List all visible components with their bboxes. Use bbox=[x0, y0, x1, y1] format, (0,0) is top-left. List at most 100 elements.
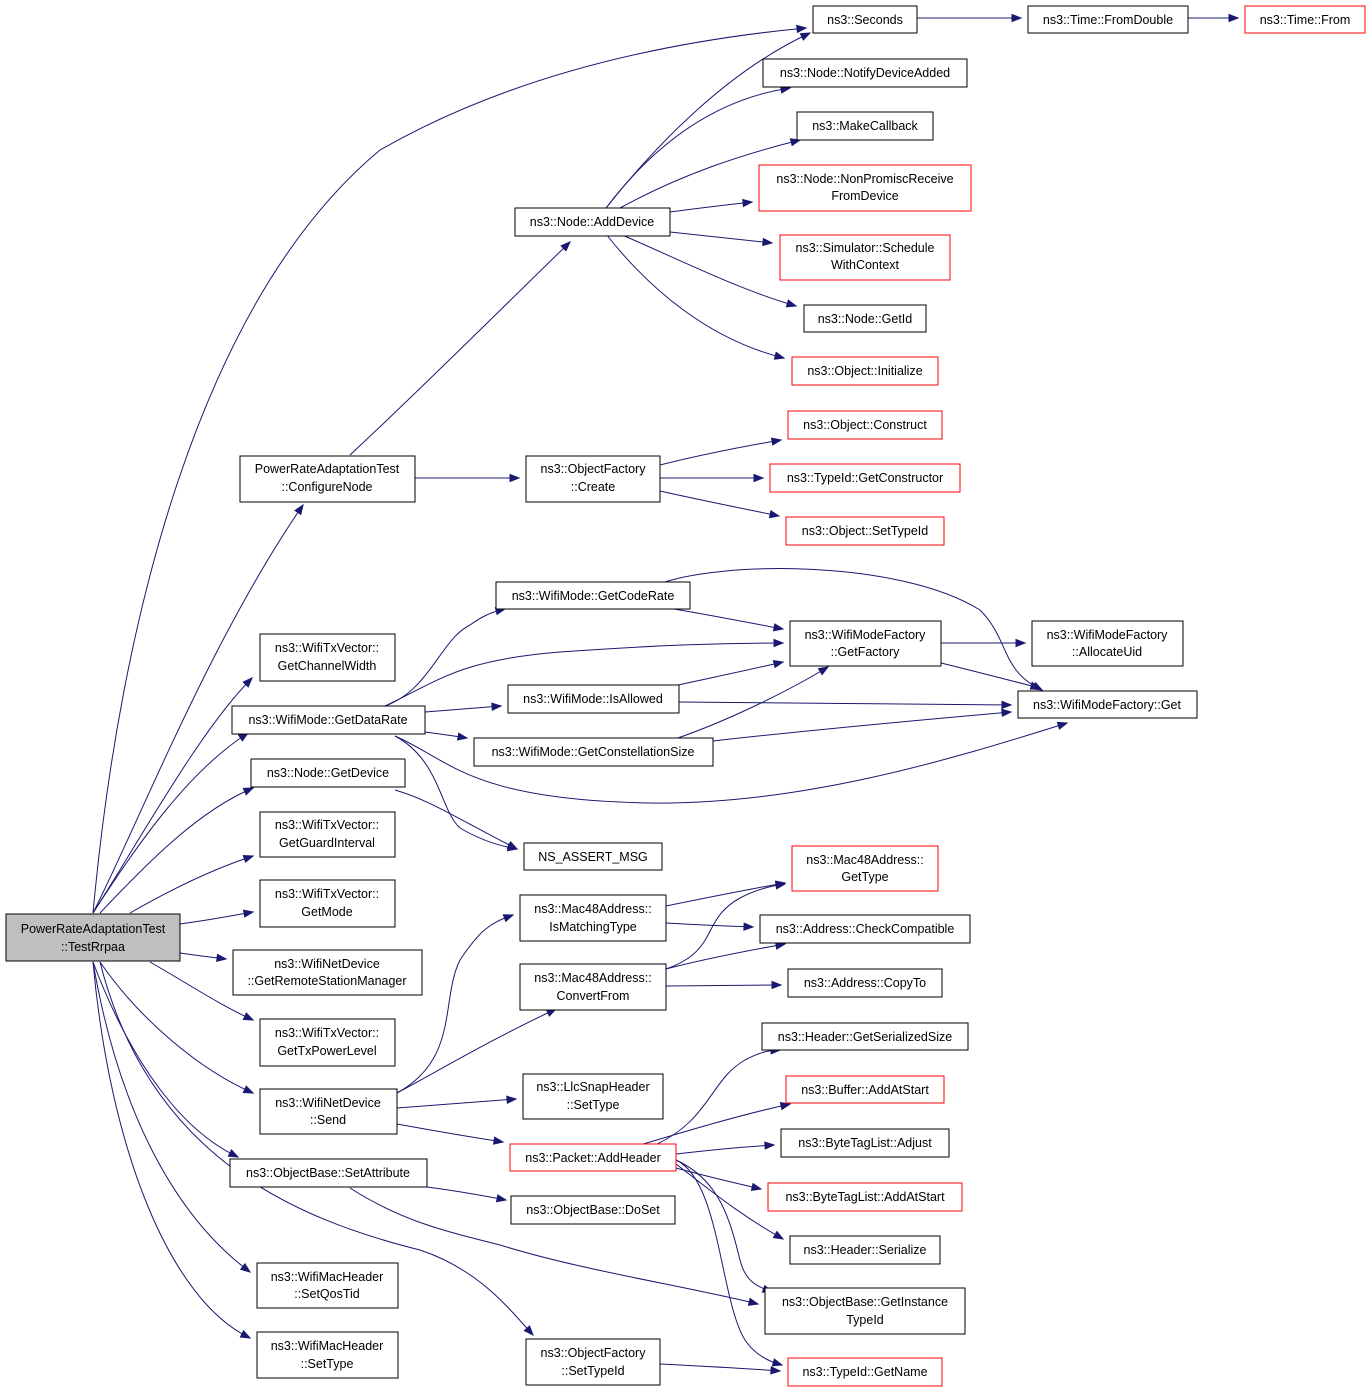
node-copyto[interactable]: ns3::Address::CopyTo bbox=[787, 968, 943, 998]
node-seconds-label: ns3::Seconds bbox=[827, 13, 903, 27]
node-wmfget[interactable]: ns3::WifiModeFactory::Get bbox=[1017, 690, 1198, 719]
node-getgi-label-1: ns3::WifiTxVector:: bbox=[275, 818, 379, 832]
node-configurenode[interactable]: PowerRateAdaptationTest::ConfigureNode bbox=[239, 455, 416, 503]
node-getmode-label-2: GetMode bbox=[301, 905, 352, 919]
edge-getdatarate-getfactory bbox=[384, 642, 784, 707]
edge-wndsend-ismatching-arrowhead bbox=[502, 914, 515, 923]
edge-getdatarate-getcoderate bbox=[384, 608, 506, 707]
edge-setattr-getinsttid bbox=[349, 1187, 759, 1305]
edge-root-seconds bbox=[92, 27, 807, 914]
node-isallowed-label: ns3::WifiMode::IsAllowed bbox=[523, 692, 663, 706]
node-root-label-2: ::TestRrpaa bbox=[61, 940, 125, 954]
node-ofsettypeid[interactable]: ns3::ObjectFactory::SetTypeId bbox=[525, 1338, 661, 1386]
node-timefrom[interactable]: ns3::Time::From bbox=[1244, 5, 1366, 34]
node-btladjust[interactable]: ns3::ByteTagList::Adjust bbox=[780, 1128, 950, 1158]
node-checkcompat-label: ns3::Address::CheckCompatible bbox=[776, 922, 955, 936]
node-getsersize[interactable]: ns3::Header::GetSerializedSize bbox=[761, 1022, 969, 1051]
node-gettxpl[interactable]: ns3::WifiTxVector::GetTxPowerLevel bbox=[259, 1018, 396, 1067]
edge-getconst-getfactory-arrowhead bbox=[817, 666, 830, 676]
edge-root-configurenode-arrowhead bbox=[294, 503, 304, 516]
node-adddevice[interactable]: ns3::Node::AddDevice bbox=[514, 207, 671, 237]
edge-pkt-getinsttid bbox=[675, 1159, 773, 1293]
node-llcsettype[interactable]: ns3::LlcSnapHeader::SetType bbox=[522, 1073, 664, 1120]
node-root[interactable]: PowerRateAdaptationTest::TestRrpaa bbox=[5, 913, 181, 962]
node-getrsm[interactable]: ns3::WifiNetDevice::GetRemoteStationMana… bbox=[232, 949, 423, 996]
node-ismatching[interactable]: ns3::Mac48Address::IsMatchingType bbox=[519, 894, 667, 942]
node-setqostid-label-1: ns3::WifiMacHeader bbox=[271, 1270, 384, 1284]
edge-isallowed-wmfget-arrowhead bbox=[1001, 700, 1013, 710]
node-construct[interactable]: ns3::Object::Construct bbox=[787, 410, 943, 440]
node-getmode[interactable]: ns3::WifiTxVector::GetMode bbox=[259, 879, 396, 928]
node-nodegetdevice[interactable]: ns3::Node::GetDevice bbox=[250, 758, 406, 788]
node-bufaddstart[interactable]: ns3::Buffer::AddAtStart bbox=[785, 1075, 945, 1104]
node-getctor[interactable]: ns3::TypeId::GetConstructor bbox=[769, 463, 961, 493]
node-setattr[interactable]: ns3::ObjectBase::SetAttribute bbox=[229, 1158, 428, 1188]
node-makecb[interactable]: ns3::MakeCallback bbox=[796, 111, 934, 141]
node-isallowed[interactable]: ns3::WifiMode::IsAllowed bbox=[507, 684, 680, 714]
edge-root-getgi bbox=[129, 855, 254, 914]
node-getchanw[interactable]: ns3::WifiTxVector::GetChannelWidth bbox=[259, 633, 396, 682]
edge-convertfrom-copyto-arrowhead bbox=[771, 980, 783, 990]
node-ismatching-label-2: IsMatchingType bbox=[549, 920, 637, 934]
node-setqostid[interactable]: ns3::WifiMacHeader::SetQosTid bbox=[256, 1262, 399, 1309]
node-btladdstart[interactable]: ns3::ByteTagList::AddAtStart bbox=[767, 1182, 963, 1212]
node-initialize[interactable]: ns3::Object::Initialize bbox=[791, 356, 939, 386]
edge-getconst-wmfget bbox=[712, 711, 1012, 742]
edge-pkt-btladdstart-arrowhead bbox=[750, 1182, 763, 1191]
node-getgi[interactable]: ns3::WifiTxVector::GetGuardInterval bbox=[259, 811, 396, 858]
edge-configurenode-adddevice-arrowhead bbox=[560, 241, 571, 252]
edge-pkt-bufaddstart bbox=[639, 1103, 791, 1146]
node-machdrsettype[interactable]: ns3::WifiMacHeader::SetType bbox=[256, 1331, 399, 1379]
edge-pkt-hdrserialize-arrowhead bbox=[772, 1230, 785, 1240]
edge-root-wndsend-arrowhead bbox=[242, 1085, 255, 1094]
node-fromdouble-label: ns3::Time::FromDouble bbox=[1043, 13, 1173, 27]
edge-ofsettypeid-tidgetname bbox=[659, 1363, 781, 1372]
node-mac48gettype-label-1: ns3::Mac48Address:: bbox=[806, 853, 923, 867]
edge-pkt-btladjust-arrowhead bbox=[764, 1141, 776, 1150]
edge-adddevice-nonpromisc-arrowhead bbox=[742, 198, 754, 208]
edge-pkt-hdrserialize bbox=[675, 1163, 784, 1240]
node-getid[interactable]: ns3::Node::GetId bbox=[803, 304, 927, 333]
node-mac48gettype[interactable]: ns3::Mac48Address::GetType bbox=[791, 845, 939, 892]
node-doset-label: ns3::ObjectBase::DoSet bbox=[526, 1203, 660, 1217]
node-assertmsg[interactable]: NS_ASSERT_MSG bbox=[523, 842, 663, 871]
edge-getfactory-wmfget bbox=[940, 662, 1041, 689]
edge-adddevice-getid-arrowhead bbox=[785, 299, 798, 308]
node-checkcompat[interactable]: ns3::Address::CheckCompatible bbox=[759, 914, 971, 944]
node-convertfrom[interactable]: ns3::Mac48Address::ConvertFrom bbox=[519, 963, 667, 1011]
node-notifydev[interactable]: ns3::Node::NotifyDeviceAdded bbox=[762, 58, 968, 88]
edge-setattr-getinsttid-arrowhead bbox=[747, 1297, 760, 1306]
node-settypeid_obj[interactable]: ns3::Object::SetTypeId bbox=[785, 516, 945, 546]
node-allocuid[interactable]: ns3::WifiModeFactory::AllocateUid bbox=[1031, 620, 1184, 667]
node-seconds[interactable]: ns3::Seconds bbox=[812, 5, 918, 34]
node-getcoderate[interactable]: ns3::WifiMode::GetCodeRate bbox=[495, 581, 691, 610]
node-getconst-label: ns3::WifiMode::GetConstellationSize bbox=[492, 745, 695, 759]
node-getfactory[interactable]: ns3::WifiModeFactory::GetFactory bbox=[789, 620, 942, 667]
node-doset[interactable]: ns3::ObjectBase::DoSet bbox=[510, 1195, 676, 1225]
node-pktaddheader-label: ns3::Packet::AddHeader bbox=[525, 1151, 661, 1165]
node-tidgetname[interactable]: ns3::TypeId::GetName bbox=[787, 1357, 943, 1387]
node-getsersize-label: ns3::Header::GetSerializedSize bbox=[778, 1030, 952, 1044]
node-hdrserialize[interactable]: ns3::Header::Serialize bbox=[789, 1235, 941, 1265]
node-machdrsettype-label-2: ::SetType bbox=[301, 1357, 354, 1371]
edge-wndsend-ismatching bbox=[394, 914, 514, 1095]
node-ofcreate[interactable]: ns3::ObjectFactory::Create bbox=[525, 455, 661, 503]
edge-ofcreate-construct-arrowhead bbox=[770, 437, 783, 446]
node-getconst[interactable]: ns3::WifiMode::GetConstellationSize bbox=[473, 737, 714, 767]
node-fromdouble[interactable]: ns3::Time::FromDouble bbox=[1027, 5, 1189, 34]
edge-root-nodegetdevice-arrowhead bbox=[242, 787, 255, 796]
edge-pkt-tidgetname bbox=[675, 1159, 783, 1366]
edge-adddevice-seconds-arrowhead bbox=[799, 32, 812, 41]
node-wndsend-label-1: ns3::WifiNetDevice bbox=[275, 1096, 381, 1110]
node-pktaddheader[interactable]: ns3::Packet::AddHeader bbox=[509, 1143, 677, 1172]
node-getgi-label-2: GetGuardInterval bbox=[279, 836, 375, 850]
edge-adddevice-initialize bbox=[605, 233, 785, 359]
node-getchanw-label-2: GetChannelWidth bbox=[278, 659, 377, 673]
node-getdatarate[interactable]: ns3::WifiMode::GetDataRate bbox=[231, 705, 426, 735]
edge-root-setqostid-arrowhead bbox=[239, 1262, 252, 1273]
node-wndsend[interactable]: ns3::WifiNetDevice::Send bbox=[259, 1088, 398, 1135]
edge-adddevice-notifydev bbox=[605, 87, 791, 209]
